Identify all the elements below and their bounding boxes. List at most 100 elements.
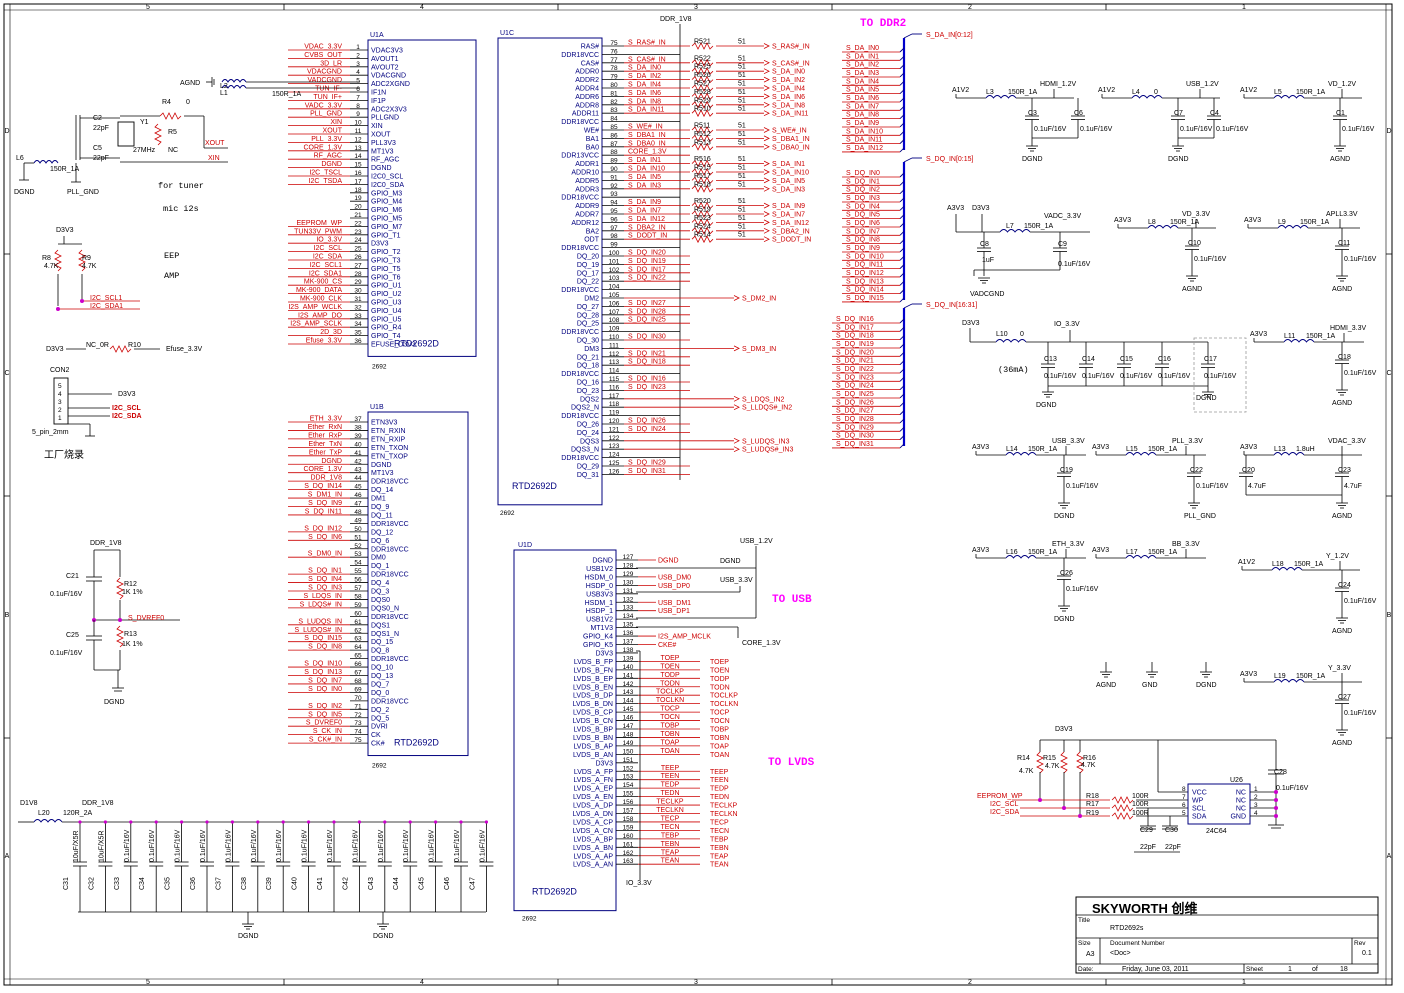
- dgnd-label-left: DGND: [14, 189, 35, 196]
- u1b-pin-net: S_DQ_IN12: [304, 525, 342, 532]
- u1d-lvds-out: TODN: [710, 684, 730, 691]
- pwr-apll-l: L9: [1278, 219, 1286, 226]
- svg-text:3: 3: [58, 399, 62, 406]
- u1d-lvds-out: TEAN: [710, 862, 729, 869]
- l1-ref: L1: [220, 90, 228, 97]
- bus-net-da: S_DA_IN0: [846, 45, 879, 52]
- u1c-pin-name: ADDR1: [575, 161, 599, 168]
- bank-cap-value: 0.1uF/16V: [454, 829, 461, 862]
- u1d-lvds-out: TOEN: [710, 667, 729, 674]
- u1c-pin-net: S_DBA0_IN: [628, 140, 666, 147]
- pwr-y12-l: L18: [1272, 561, 1284, 568]
- u1c-pin-name: DM2: [584, 296, 599, 303]
- note-for-tuner: for tuner: [158, 181, 204, 191]
- u1b-pin-name: DDR18VCC: [371, 698, 409, 705]
- bank-cap-value: 0.1uF/16V: [403, 829, 410, 862]
- u1d-pin-name: LVDS_B_AP: [573, 743, 613, 750]
- bank-cap-ref: C42: [342, 877, 349, 890]
- bank-cap-value: 0.1uF/16V: [175, 829, 182, 862]
- u26-pin-name: NC: [1236, 806, 1246, 813]
- resistor-value: 51: [738, 156, 746, 163]
- u1a-pin-num: 26: [354, 254, 362, 261]
- bank-cap-ref: C40: [292, 877, 299, 890]
- bus-net-dq: S_DQ_IN4: [846, 203, 880, 210]
- u1a-pin-num: 19: [354, 195, 362, 202]
- inductor-coil: [1005, 555, 1037, 559]
- u1c-pin-net: S_DQ_IN28: [628, 308, 666, 315]
- series-resistor: [691, 58, 714, 67]
- u1a-pin-net: VADCGND: [308, 77, 342, 84]
- series-resistor: [691, 159, 714, 168]
- bus-net-da: S_DA_IN11: [846, 137, 883, 144]
- net-arrow: [733, 437, 740, 444]
- pwr-vdac33-c2: C23: [1338, 467, 1351, 474]
- u1a-pin-net: I2C_SCL: [314, 245, 343, 252]
- ddr-bus-nets: S_DA_IN[0:12]S_DA_IN0S_DA_IN1S_DA_IN2S_D…: [832, 32, 977, 449]
- u1b-pin-net: Ether_RxN: [308, 424, 342, 431]
- pwr-apll-out: APLL3.3V: [1326, 211, 1358, 218]
- u1d-pin-name: LVDS_B_DN: [573, 701, 613, 708]
- u1b-pin-net: S_DQ_IN0: [308, 686, 342, 693]
- u1b-pin-name: DQ_14: [371, 487, 393, 494]
- u1d-lvds-net: TEEN: [661, 773, 680, 780]
- c21-value: 0.1uF/16V: [50, 591, 83, 598]
- pwr-vadc-gnd: VADCGND: [970, 291, 1004, 298]
- u26-pin-num: 4: [1254, 810, 1258, 817]
- u1d-lvds-net: TEAN: [661, 858, 680, 865]
- u1c-pin-name: DDR18VCC: [561, 119, 599, 126]
- u1d-lvds-out: TOCP: [710, 710, 730, 717]
- l20-value: 120R_2A: [63, 810, 93, 817]
- u1d-pin-num: 161: [623, 841, 634, 848]
- net-arrow: [763, 169, 770, 175]
- rev-label: Rev: [1354, 940, 1366, 947]
- u1c-pin-net: S_DQ_IN24: [628, 426, 666, 433]
- bus-net-dq: S_DQ_IN10: [846, 253, 884, 260]
- u1c-pin-name: ADDR9: [575, 203, 599, 210]
- pwr-y33-l: L19: [1274, 673, 1286, 680]
- bus-net-dqh: S_DQ_IN18: [836, 333, 874, 340]
- bank-cap-value: 0.1uF/16V: [200, 829, 207, 862]
- u1c-pin-net: S_DQ_IN19: [628, 258, 666, 265]
- u1c-pin-num: 122: [609, 435, 620, 442]
- bus-net-dqh: S_DQ_IN16: [836, 316, 874, 323]
- con2-i2c-sda: I2C_SDA: [112, 413, 142, 420]
- pwr-io33-cap-ref: C15: [1120, 356, 1133, 363]
- u1d-pin-name: LVDS_A_BP: [573, 836, 613, 843]
- bus-net-da: S_DA_IN7: [846, 103, 879, 110]
- u1d-lvds-net: TECN: [660, 824, 679, 831]
- pwr-usb33-out: USB_3.3V: [1052, 438, 1085, 445]
- u1a-pin-net: XIN: [330, 119, 342, 126]
- series-resistor: [691, 184, 714, 193]
- u1a-pin-num: 6: [356, 86, 360, 93]
- resistor-value: 51: [738, 72, 746, 79]
- u26-pin-name: SCL: [1192, 806, 1206, 813]
- pwr-vdac33-in: A3V3: [1240, 444, 1257, 451]
- optional-cap-outline: [1193, 337, 1247, 413]
- u1a-pin-name: GPIO_M5: [371, 216, 402, 223]
- u1c-pin-num: 89: [610, 158, 618, 165]
- u1a-pin-name: MT1V3: [371, 148, 394, 155]
- series-resistor: [691, 126, 714, 134]
- u1d-lvds-net: TOCP: [660, 706, 680, 713]
- row-marker-right: B: [1387, 612, 1392, 619]
- u1a-pin-name: GPIO_U3: [371, 300, 401, 307]
- u1c-pin-name: DQ_28: [577, 312, 599, 319]
- u1a-pin-name: GPIO_M6: [371, 207, 402, 214]
- inductor-coil: [1277, 225, 1309, 229]
- u1c-extra-net: S_LLDQS#_IN2: [742, 405, 792, 412]
- pwr-usb12-gnd: DGND: [1168, 156, 1189, 163]
- resistor-ref: R514: [694, 232, 711, 239]
- r19-value: 100R: [1132, 810, 1149, 817]
- u1b-pin-name: DM0: [371, 555, 386, 562]
- u1c-pin-num: 77: [610, 57, 618, 64]
- of-label: of: [1312, 966, 1318, 973]
- pwr-y33-out: Y_3.3V: [1328, 665, 1351, 672]
- u1c-pin-net: S_DQ_IN30: [628, 334, 666, 341]
- u1a-pin-num: 1: [356, 44, 360, 51]
- bank-cap-ref: C46: [444, 877, 451, 890]
- resistor-value: 51: [738, 106, 746, 113]
- bank-ddr-label: DDR_1V8: [82, 800, 114, 807]
- net-arrow: [733, 446, 740, 453]
- u1a-pin-name: GPIO_M7: [371, 224, 402, 231]
